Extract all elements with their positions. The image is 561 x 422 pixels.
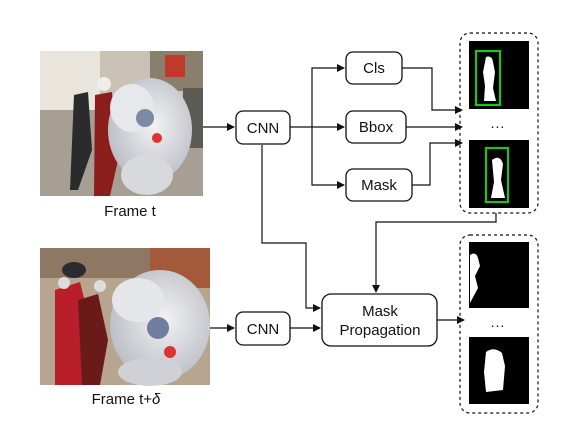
bottom-mask-1 [469, 242, 529, 308]
top-output-dashed-box [459, 32, 539, 214]
frame-caption-base: Frame t+ [92, 391, 153, 408]
cls-label: Cls [363, 60, 385, 77]
bbox-node: Bbox [345, 110, 407, 144]
frame-t-plus-delta-caption: Frame t+δ [92, 391, 161, 408]
frame-t-image [40, 51, 203, 196]
connectors [203, 64, 497, 332]
arrow-cnn-to-mask [311, 127, 345, 189]
top-output-group: ... [459, 32, 539, 214]
top-mask-1 [469, 41, 529, 109]
bbox-green-1 [474, 49, 502, 107]
mask-propagation-label-line2: Propagation [340, 322, 421, 339]
frame-t-plus-delta-image [40, 248, 210, 386]
mask-propagation-label-line1: Mask [362, 303, 398, 320]
top-mask-2 [469, 140, 529, 208]
mask-node: Mask [345, 168, 413, 202]
top-ellipsis: ... [491, 115, 506, 131]
mask-propagation-node: Mask Propagation [321, 293, 438, 347]
bbox-green-2 [484, 146, 510, 204]
arrow-cnn-to-cls [311, 64, 345, 127]
arrow-mask-to-output [412, 139, 463, 186]
bottom-ellipsis: ... [491, 314, 506, 330]
cnn-bottom-node: CNN [235, 311, 291, 346]
mask-label: Mask [361, 177, 397, 194]
arrow-cls-to-output [402, 67, 463, 114]
bottom-mask-2 [469, 337, 529, 404]
arrow-mask-output-to-propagation [372, 213, 497, 293]
bbox-label: Bbox [359, 119, 394, 136]
cnn-top-label: CNN [247, 120, 280, 137]
delta-symbol: δ [152, 391, 161, 408]
cnn-top-node: CNN [235, 110, 291, 145]
arrow-cnn-top-to-propagation [261, 145, 321, 312]
cnn-bottom-label: CNN [247, 321, 280, 338]
frame-t-caption: Frame t [104, 203, 157, 220]
bottom-output-group: ... [459, 234, 539, 414]
cls-node: Cls [345, 51, 403, 85]
bottom-output-dashed-box [459, 234, 539, 414]
